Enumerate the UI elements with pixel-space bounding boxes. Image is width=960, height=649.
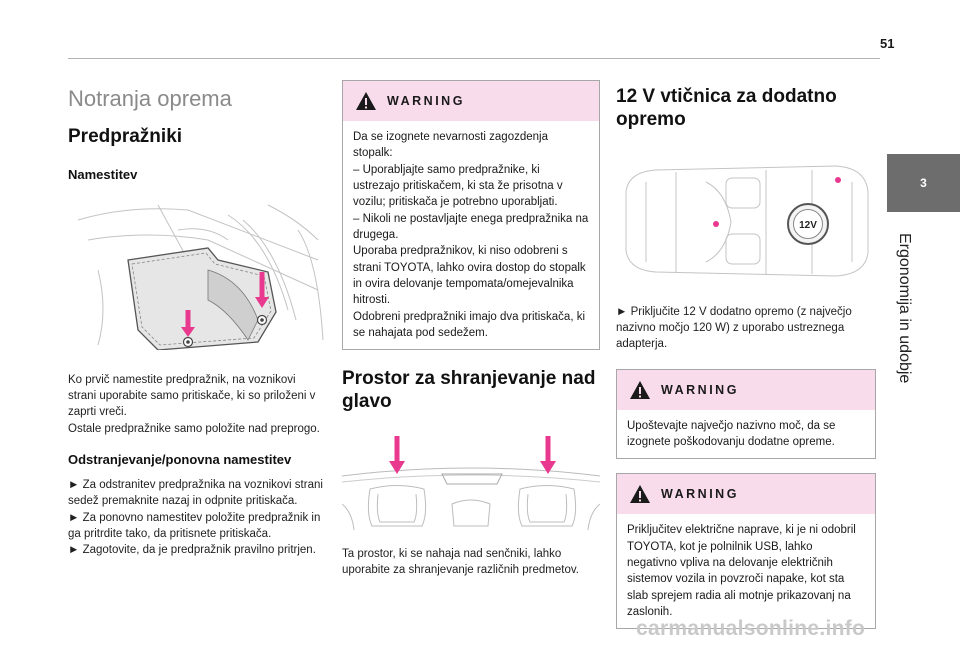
warning-text: Priključitev električne naprave, ki je n… bbox=[627, 524, 856, 618]
socket-text: ► Priključite 12 V dodatno opremo (z naj… bbox=[616, 305, 852, 351]
top-divider bbox=[68, 58, 880, 59]
warning-triangle-icon bbox=[630, 485, 650, 504]
warning-text: Da se izognete nevarnosti zagozdenja sto… bbox=[353, 131, 589, 339]
warning-triangle-icon bbox=[630, 380, 650, 399]
warning-box-floor-mats: WARNING Da se izognete nevarnosti zagozd… bbox=[342, 80, 600, 351]
overhead-storage-illustration bbox=[342, 434, 600, 530]
warning-box-devices: WARNING Priključitev električne naprave,… bbox=[616, 473, 876, 630]
overhead-storage-text: Ta prostor, ki se nahaja nad senčniki, l… bbox=[342, 547, 579, 577]
warning-header: WARNING bbox=[617, 474, 875, 515]
floor-mat-illustration bbox=[68, 200, 324, 350]
socket-location-illustration: 12V bbox=[616, 152, 876, 282]
removal-heading: Odstranjevanje/ponovna namestitev bbox=[68, 452, 292, 468]
warning-title: WARNING bbox=[387, 94, 465, 108]
overhead-storage-heading: Prostor za shranjevanje nad glavo bbox=[342, 368, 596, 413]
warning-header: WARNING bbox=[343, 81, 599, 121]
chapter-title: Ergonomija in udobje bbox=[896, 233, 913, 384]
watermark: carmanualsonline.info bbox=[636, 617, 866, 640]
chapter-tab[interactable]: 3 bbox=[887, 154, 960, 212]
warning-box-power: WARNING Upoštevajte največjo nazivno moč… bbox=[616, 368, 876, 460]
right-column: 12 V vtičnica za dodatno opremo 12V ► Pr… bbox=[616, 80, 876, 630]
installation-subheading: Namestitev bbox=[68, 166, 138, 182]
removal-text: ► Za odstranitev predpražnika na vozniko… bbox=[68, 479, 323, 557]
warning-title: WARNING bbox=[661, 487, 739, 502]
left-column: Notranja oprema Predpražniki Namestitev bbox=[68, 80, 324, 559]
page-number: 51 bbox=[880, 36, 895, 51]
middle-column: WARNING Da se izognete nevarnosti zagozd… bbox=[342, 80, 600, 579]
socket-label: 12V bbox=[799, 220, 817, 231]
floor-mats-heading: Predpražniki bbox=[68, 126, 183, 147]
section-title: Notranja oprema bbox=[68, 86, 232, 111]
installation-text: Ko prvič namestite predpražnik, na vozni… bbox=[68, 373, 320, 435]
warning-triangle-icon bbox=[356, 92, 376, 110]
warning-header: WARNING bbox=[617, 369, 875, 410]
warning-title: WARNING bbox=[661, 382, 739, 397]
socket-heading: 12 V vtičnica za dodatno opremo bbox=[616, 86, 837, 130]
warning-text: Upoštevajte največjo nazivno moč, da se … bbox=[627, 419, 836, 448]
